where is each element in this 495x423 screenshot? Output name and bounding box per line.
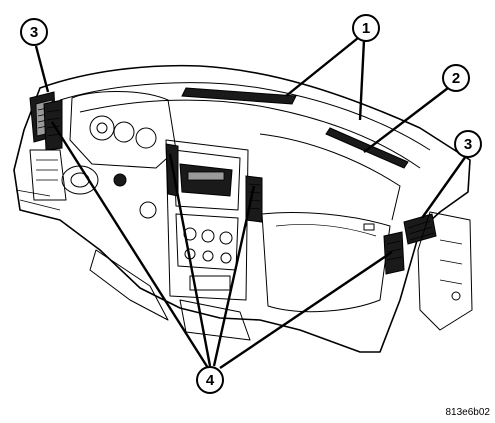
callout-3-right-label: 3 (464, 136, 472, 153)
callout-3-left: 3 (20, 18, 48, 46)
callout-2: 2 (442, 64, 470, 92)
callout-3-left-label: 3 (30, 24, 38, 41)
callout-4: 4 (196, 366, 224, 394)
callout-3-right: 3 (454, 130, 482, 158)
callout-1: 1 (352, 14, 380, 42)
figure-code: 813e6b02 (446, 407, 491, 418)
callout-1-label: 1 (362, 20, 370, 37)
instrument-panel (13, 64, 473, 353)
callout-2-label: 2 (452, 70, 460, 87)
leader-lines (34, 37, 467, 369)
callout-4-label: 4 (206, 372, 215, 389)
